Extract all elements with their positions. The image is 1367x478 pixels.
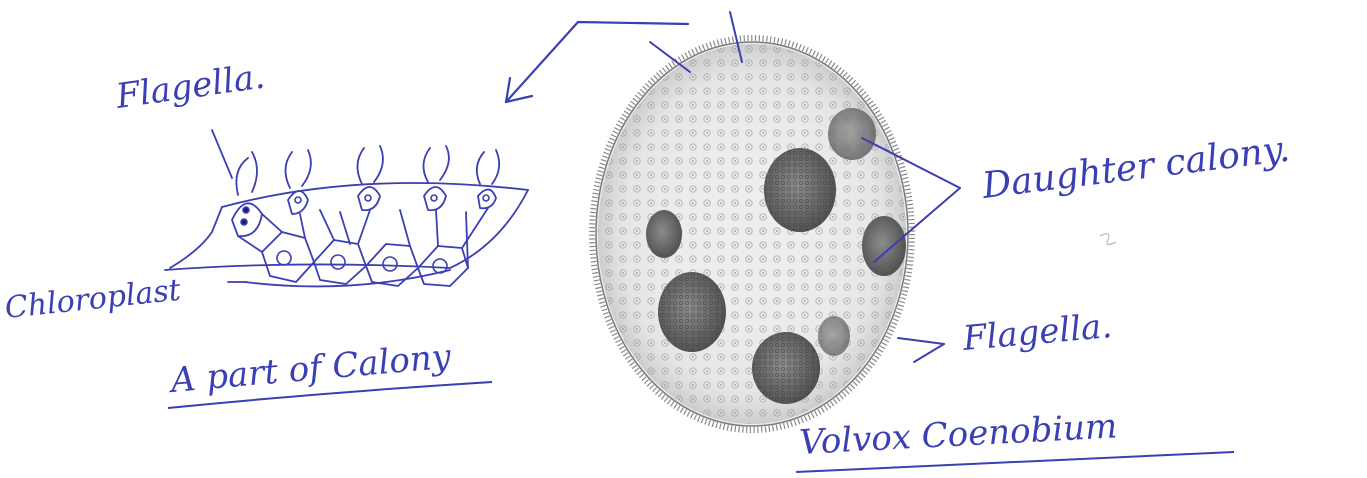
- stray-mark: [1100, 234, 1116, 245]
- caption-right: Volvox Coenobium: [798, 406, 1118, 463]
- daughter-colony: [646, 210, 682, 258]
- chloroplast-label: Chloroplast: [3, 273, 183, 326]
- daughter-colony: [828, 108, 876, 160]
- daughter-colony-label: Daughter calony.: [979, 129, 1292, 207]
- caption-left: A part of Calony: [166, 337, 453, 402]
- daughter-colony: [818, 316, 850, 356]
- flagella-label-left: Flagella.: [113, 57, 268, 118]
- daughter-colony: [862, 216, 906, 276]
- volvox-coenobium: [592, 12, 960, 430]
- colony-part-drawing: [165, 130, 528, 286]
- flagella-label-right: Flagella.: [960, 306, 1113, 359]
